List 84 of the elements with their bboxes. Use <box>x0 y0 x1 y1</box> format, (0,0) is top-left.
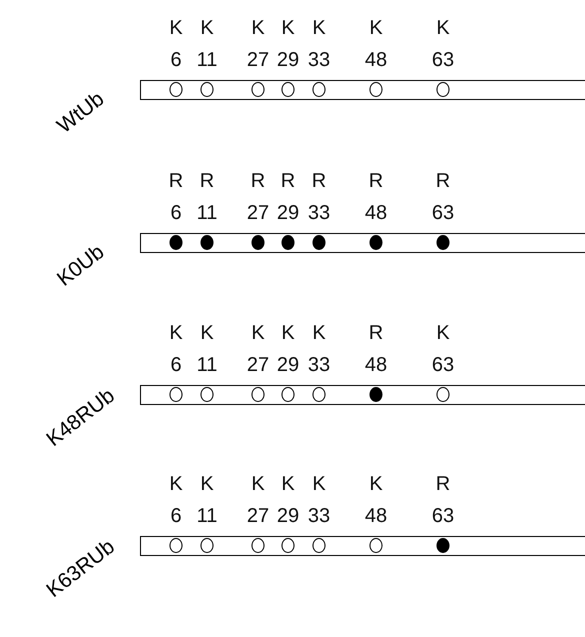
residue-letter: K <box>251 17 265 39</box>
open-residue-marker <box>252 538 264 553</box>
open-residue-marker <box>436 387 450 402</box>
open-residue-marker <box>282 82 294 97</box>
filled-residue-marker <box>282 235 294 250</box>
residue-letter: K <box>251 322 265 344</box>
open-residue-marker <box>312 82 326 97</box>
residue-number: 11 <box>196 49 218 71</box>
open-residue-marker <box>200 387 214 402</box>
residue-number: 29 <box>276 505 300 527</box>
open-residue-marker <box>282 538 294 553</box>
open-residue-marker <box>170 387 182 402</box>
residue-number: 63 <box>432 49 454 71</box>
residue-number: 33 <box>308 202 330 224</box>
residue-letter: K <box>312 17 326 39</box>
residue-letter: K <box>200 473 214 495</box>
residue-letter: K <box>312 473 326 495</box>
open-residue-marker <box>312 387 326 402</box>
residue-letter: K <box>369 17 383 39</box>
residue-number: 29 <box>276 49 300 71</box>
residue-letter: K <box>169 473 183 495</box>
residue-letter: R <box>368 170 384 192</box>
filled-residue-marker <box>436 538 450 553</box>
residue-number: 29 <box>276 354 300 376</box>
residue-letter: K <box>169 322 183 344</box>
filled-residue-marker <box>170 235 182 250</box>
residue-letter: R <box>312 170 326 192</box>
open-residue-marker <box>200 82 214 97</box>
residue-letter: K <box>436 322 450 344</box>
filled-residue-marker <box>370 235 382 250</box>
residue-letter: R <box>368 322 384 344</box>
residue-number: 27 <box>246 202 270 224</box>
residue-number: 6 <box>170 505 182 527</box>
open-residue-marker <box>436 82 450 97</box>
residue-letter: K <box>200 322 214 344</box>
residue-letter: R <box>436 170 450 192</box>
residue-number: 11 <box>196 354 218 376</box>
residue-letter: K <box>200 17 214 39</box>
open-residue-marker <box>252 387 264 402</box>
residue-number: 11 <box>196 202 218 224</box>
residue-number: 27 <box>246 49 270 71</box>
open-residue-marker <box>252 82 264 97</box>
residue-letter: K <box>281 473 295 495</box>
residue-number: 63 <box>432 202 454 224</box>
residue-number: 33 <box>308 49 330 71</box>
residue-number: 48 <box>364 49 388 71</box>
filled-residue-marker <box>252 235 264 250</box>
filled-residue-marker <box>200 235 214 250</box>
residue-number: 48 <box>364 202 388 224</box>
residue-letter: K <box>169 17 183 39</box>
residue-letter: R <box>168 170 184 192</box>
residue-letter: K <box>251 473 265 495</box>
open-residue-marker <box>170 82 182 97</box>
open-residue-marker <box>312 538 326 553</box>
residue-number: 6 <box>170 202 182 224</box>
open-residue-marker <box>370 82 382 97</box>
residue-letter: K <box>369 473 383 495</box>
residue-number: 33 <box>308 505 330 527</box>
residue-number: 63 <box>432 505 454 527</box>
open-residue-marker <box>170 538 182 553</box>
residue-number: 6 <box>170 354 182 376</box>
filled-residue-marker <box>436 235 450 250</box>
residue-letter: R <box>436 473 450 495</box>
residue-number: 27 <box>246 354 270 376</box>
residue-letter: K <box>281 17 295 39</box>
residue-number: 6 <box>170 49 182 71</box>
residue-letter: R <box>280 170 296 192</box>
filled-residue-marker <box>370 387 382 402</box>
residue-letter: K <box>312 322 326 344</box>
residue-number: 48 <box>364 354 388 376</box>
open-residue-marker <box>200 538 214 553</box>
residue-letter: R <box>250 170 266 192</box>
residue-number: 11 <box>196 505 218 527</box>
residue-number: 63 <box>432 354 454 376</box>
residue-number: 29 <box>276 202 300 224</box>
residue-letter: K <box>281 322 295 344</box>
filled-residue-marker <box>312 235 326 250</box>
residue-number: 27 <box>246 505 270 527</box>
residue-letter: K <box>436 17 450 39</box>
residue-number: 33 <box>308 354 330 376</box>
open-residue-marker <box>370 538 382 553</box>
residue-number: 48 <box>364 505 388 527</box>
residue-letter: R <box>200 170 214 192</box>
open-residue-marker <box>282 387 294 402</box>
